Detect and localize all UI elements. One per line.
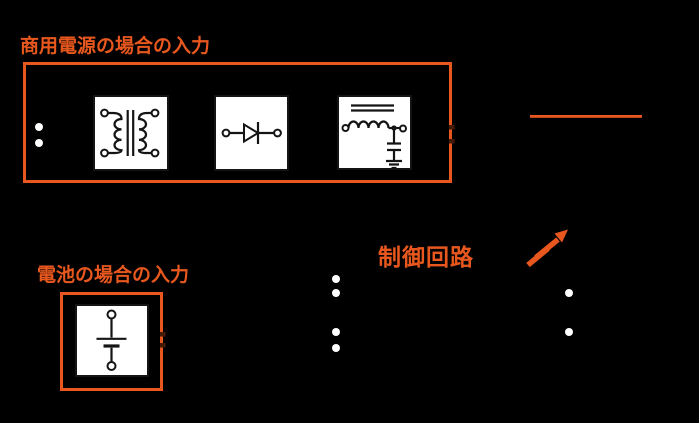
ac-input-group-box xyxy=(23,62,452,183)
terminal-dot xyxy=(332,344,340,352)
terminal-dot xyxy=(565,328,573,336)
transformer-tile xyxy=(93,95,169,171)
battery-input-label: 電池の場合の入力 xyxy=(37,265,190,286)
terminal-dot xyxy=(332,328,340,336)
battery-tile xyxy=(75,304,149,377)
battery-icon xyxy=(96,309,127,371)
ac-input-label: 商用電源の場合の入力 xyxy=(20,36,211,57)
filter-tile xyxy=(337,95,412,170)
terminal-dot xyxy=(565,289,573,297)
terminal-dot xyxy=(332,275,340,283)
diode-tile xyxy=(214,95,289,171)
diode-icon xyxy=(221,122,282,144)
battery-input-group-box xyxy=(60,292,163,391)
control-circuit-label: 制御回路 xyxy=(378,244,474,270)
transformer-icon xyxy=(100,108,160,158)
choke-capacitor-filter-icon xyxy=(341,104,407,170)
zigzag-trend-arrow-icon xyxy=(526,229,568,268)
terminal-dot xyxy=(332,289,340,297)
orange-divider-line xyxy=(530,115,642,118)
